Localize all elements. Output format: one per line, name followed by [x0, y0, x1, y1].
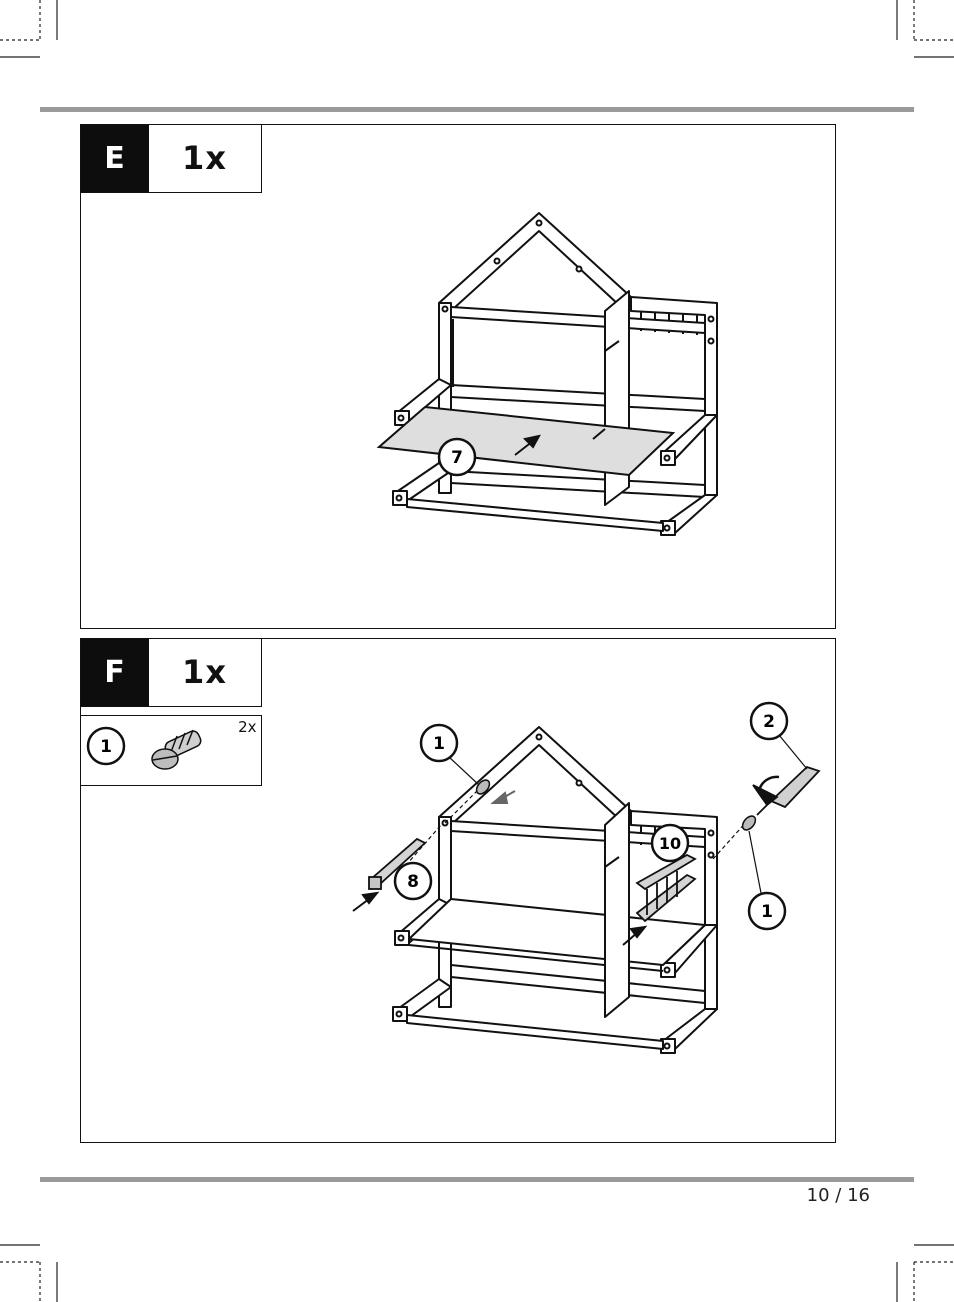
screwdriver-icon	[753, 767, 819, 815]
step-e-illustration: 7	[81, 125, 837, 630]
callout-7: 7	[439, 439, 475, 475]
callout-1-top: 1	[421, 725, 457, 761]
callout-10: 10	[652, 825, 688, 861]
callout-2: 2	[751, 703, 787, 739]
callout-8: 8	[395, 863, 431, 899]
callout-label: 7	[451, 448, 463, 468]
step-f-illustration: 1 8 10 2 1	[81, 639, 837, 1144]
top-divider	[40, 107, 914, 112]
page-number: 10 / 16	[807, 1185, 870, 1206]
step-e-panel: E 1x	[80, 124, 836, 629]
callout-label: 2	[763, 712, 775, 732]
step-f-panel: F 1x 1 2x	[80, 638, 836, 1143]
callout-label: 10	[659, 834, 681, 853]
callout-label: 8	[407, 872, 419, 892]
callout-label: 1	[433, 734, 445, 754]
bottom-divider	[40, 1177, 914, 1182]
callout-1-right: 1	[749, 893, 785, 929]
callout-label: 1	[761, 902, 773, 922]
railing-part-10	[637, 855, 695, 921]
